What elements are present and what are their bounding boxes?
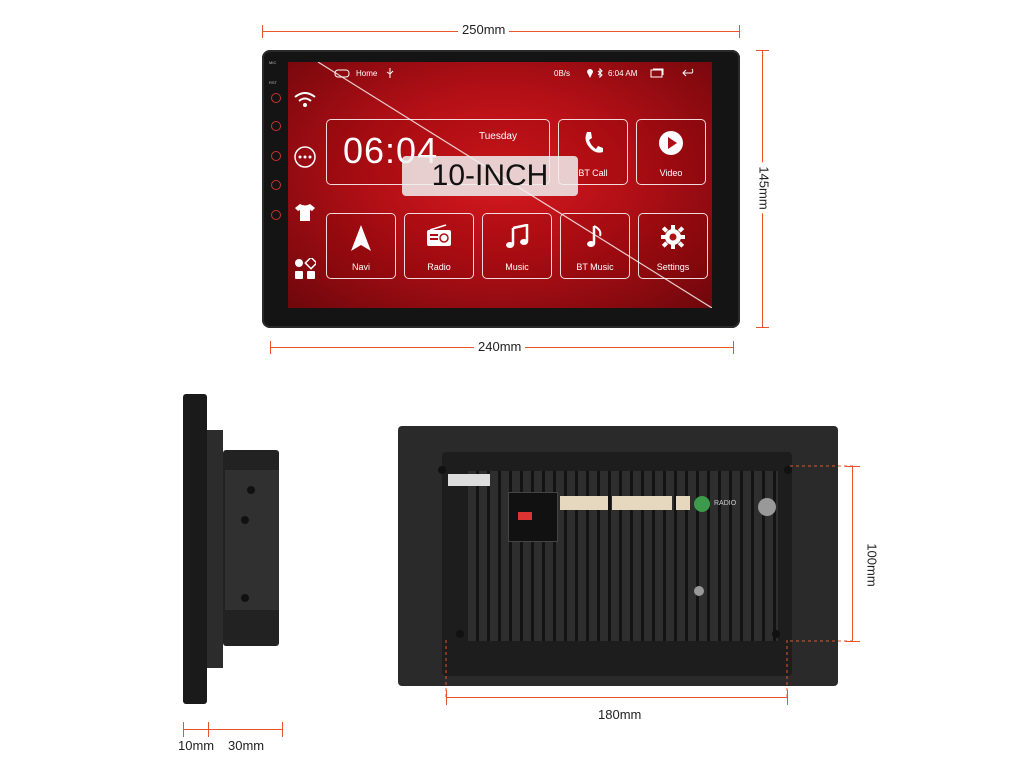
- theme-shirt-icon[interactable]: [294, 202, 316, 222]
- dimension-tick: [270, 341, 271, 354]
- mic-label: MIC: [269, 60, 277, 65]
- dimension-label-width-inner: 240mm: [474, 339, 526, 355]
- bluetooth-icon: [597, 68, 603, 78]
- dimension-label-side-back: 30mm: [228, 738, 265, 753]
- radio-icon: [427, 224, 451, 246]
- tile-label: Settings: [656, 262, 690, 272]
- tile-radio[interactable]: Radio: [404, 213, 474, 279]
- tile-label: BT Music: [576, 262, 614, 272]
- tile-video[interactable]: Video: [636, 119, 706, 185]
- tile-settings[interactable]: Settings: [638, 213, 708, 279]
- status-home-label: Home: [356, 69, 378, 78]
- power-button[interactable]: [271, 93, 281, 103]
- tile-bt-call[interactable]: BT Call: [558, 119, 628, 185]
- volume-down-button[interactable]: [271, 210, 281, 220]
- dimension-tick: [787, 690, 788, 705]
- dimension-line-rear-width: [446, 697, 787, 698]
- tile-navi[interactable]: Navi: [326, 213, 396, 279]
- dimension-tick: [845, 466, 860, 467]
- tile-label: Music: [505, 262, 529, 272]
- rear-view: RADIO: [398, 426, 838, 686]
- dimension-tick: [282, 722, 283, 737]
- usb-icon: [386, 68, 394, 78]
- dimension-tick: [262, 25, 263, 38]
- tile-label: Radio: [427, 262, 451, 272]
- play-icon: [659, 131, 683, 155]
- tile-music[interactable]: Music: [482, 213, 552, 279]
- side-view: [183, 394, 283, 704]
- tile-label: Video: [659, 168, 683, 178]
- phone-icon: [585, 132, 603, 153]
- dimension-label-rear-width: 180mm: [598, 707, 642, 722]
- music-note-icon: [506, 224, 529, 248]
- rst-label: RST: [269, 80, 277, 85]
- dimension-tick: [733, 341, 734, 354]
- apps-grid-icon[interactable]: [294, 258, 316, 280]
- dimension-tick: [756, 327, 769, 328]
- status-time: 6:04 AM: [608, 69, 638, 78]
- back-arrow-icon[interactable]: [682, 68, 696, 78]
- wifi-icon[interactable]: [294, 92, 316, 108]
- volume-up-button[interactable]: [271, 180, 281, 190]
- dimension-tick: [756, 50, 769, 51]
- clock-day: Tuesday: [479, 131, 517, 142]
- home-button[interactable]: [271, 121, 281, 131]
- dimension-tick: [739, 25, 740, 38]
- dimension-line-rear-height: [852, 466, 853, 642]
- more-options-icon[interactable]: [294, 146, 316, 168]
- dimension-tick: [446, 690, 447, 705]
- dimension-label-width-outer: 250mm: [458, 22, 510, 38]
- back-button[interactable]: [271, 151, 281, 161]
- status-data-rate: 0B/s: [554, 69, 571, 78]
- navigation-arrow-icon: [351, 225, 371, 251]
- tile-label: Navi: [351, 262, 370, 272]
- dimension-label-side-front: 10mm: [178, 738, 215, 753]
- dimension-label-rear-height: 100mm: [863, 539, 880, 591]
- recent-apps-icon[interactable]: [650, 68, 664, 78]
- status-bar: Home 0B/s 6:04 AM: [288, 62, 712, 84]
- side-button-column: MIC RST: [266, 55, 286, 275]
- size-badge: 10-INCH: [402, 156, 578, 196]
- tile-label: BT Call: [578, 168, 608, 178]
- dimension-tick: [183, 722, 184, 737]
- location-pin-icon: [587, 69, 593, 78]
- tile-bt-music[interactable]: BT Music: [560, 213, 630, 279]
- dimension-label-height: 145mm: [755, 162, 772, 214]
- dimension-tick: [845, 641, 860, 642]
- dimension-tick: [208, 722, 209, 737]
- gear-icon: [661, 225, 685, 249]
- dimension-line-side: [183, 729, 283, 730]
- radio-port-label: RADIO: [714, 500, 737, 507]
